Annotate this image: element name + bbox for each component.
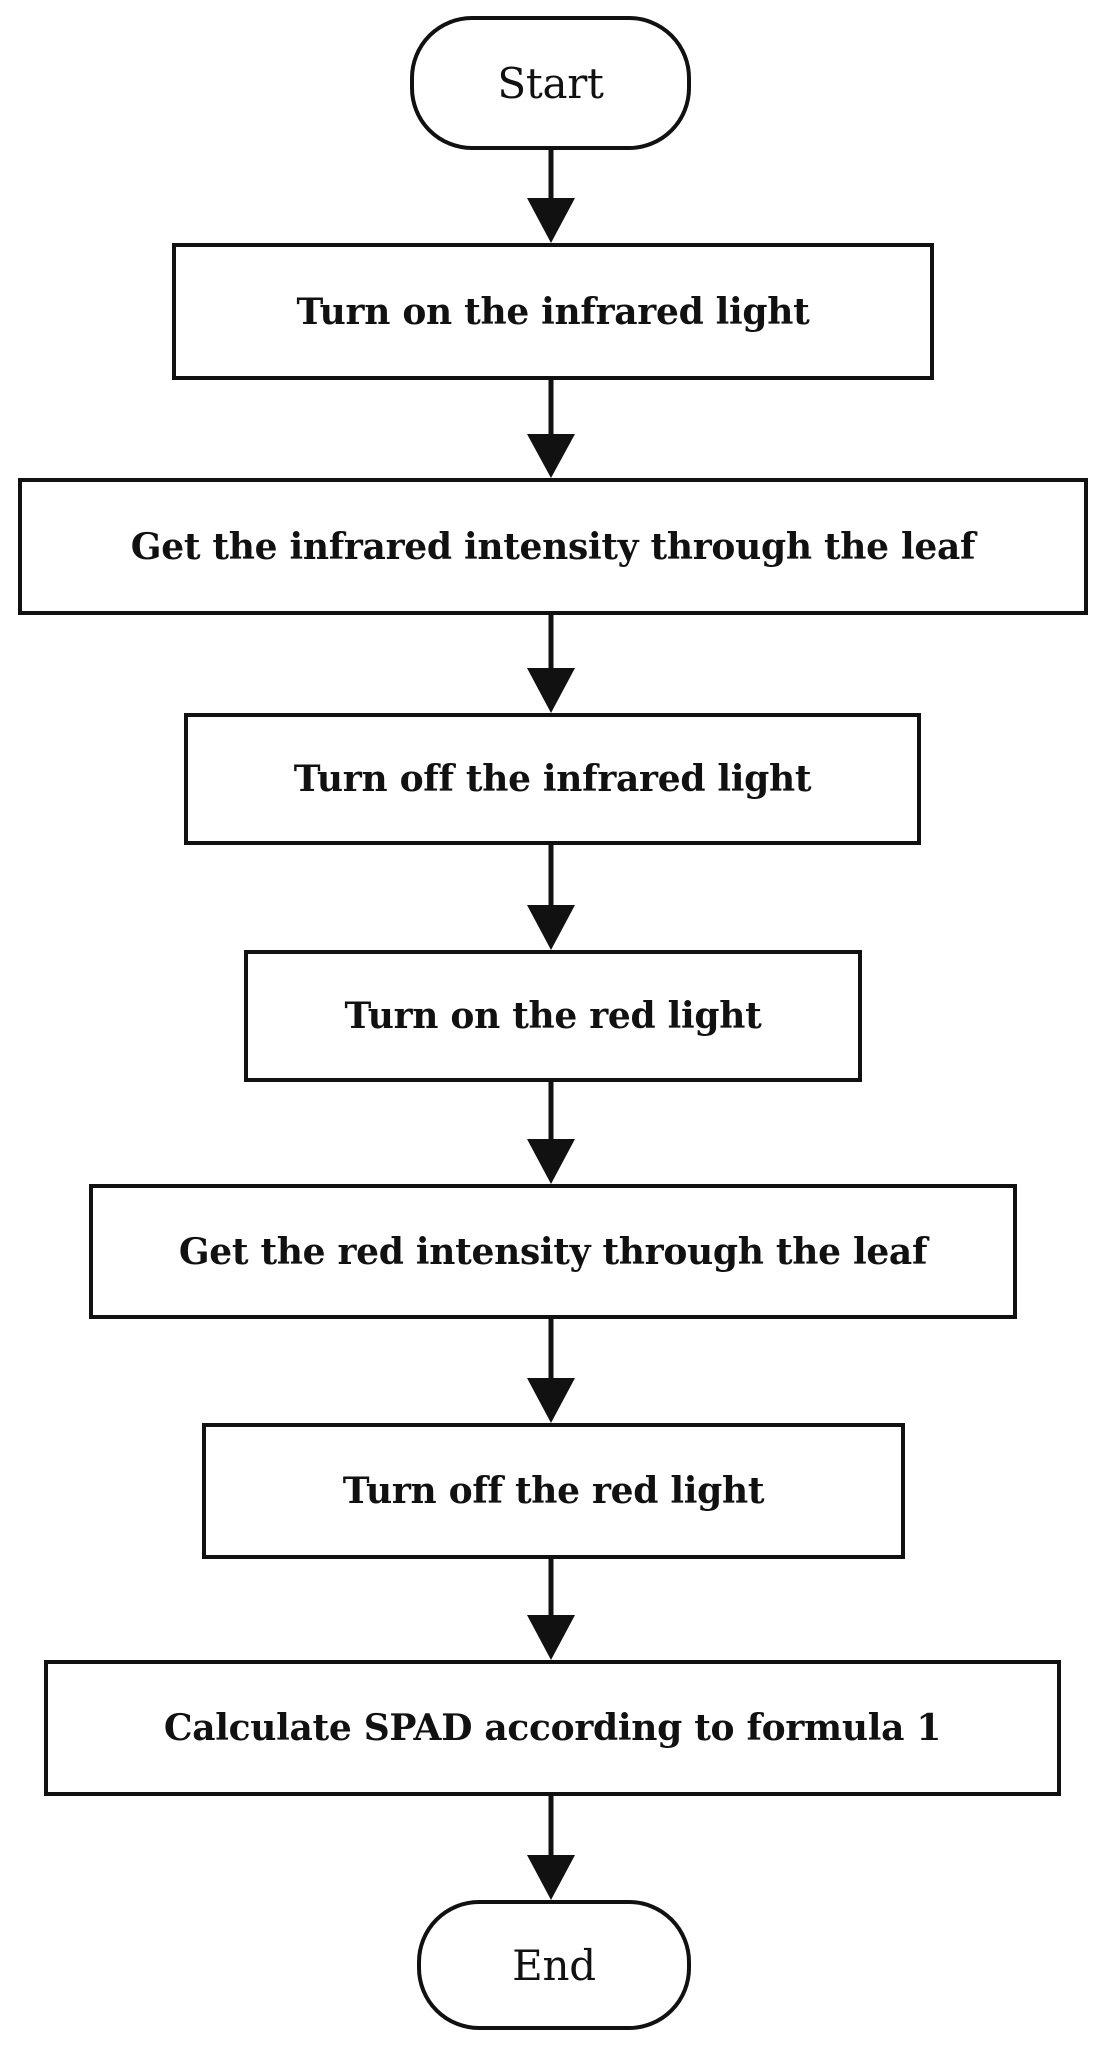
step-turn-on-red-light: Turn on the red light — [244, 950, 862, 1082]
step-turn-off-red-light: Turn off the red light — [202, 1423, 905, 1559]
step-calculate-spad: Calculate SPAD according to formula 1 — [44, 1660, 1061, 1796]
arrow-step2-to-step3 — [527, 615, 575, 713]
start-terminal: Start — [410, 16, 691, 150]
arrow-step5-to-step6 — [527, 1319, 575, 1423]
arrow-step1-to-step2 — [527, 380, 575, 478]
step-get-infrared-intensity: Get the infrared intensity through the l… — [18, 478, 1088, 615]
arrow-step3-to-step4 — [527, 845, 575, 950]
step-get-red-intensity: Get the red intensity through the leaf — [89, 1184, 1017, 1319]
end-terminal: End — [417, 1900, 691, 2030]
step-turn-off-infrared-light: Turn off the infrared light — [184, 713, 921, 845]
arrow-start-to-step1 — [527, 150, 575, 243]
arrow-step4-to-step5 — [527, 1082, 575, 1184]
step-turn-on-infrared-light: Turn on the infrared light — [172, 243, 934, 380]
arrow-step7-to-end — [527, 1796, 575, 1900]
arrow-step6-to-step7 — [527, 1559, 575, 1660]
